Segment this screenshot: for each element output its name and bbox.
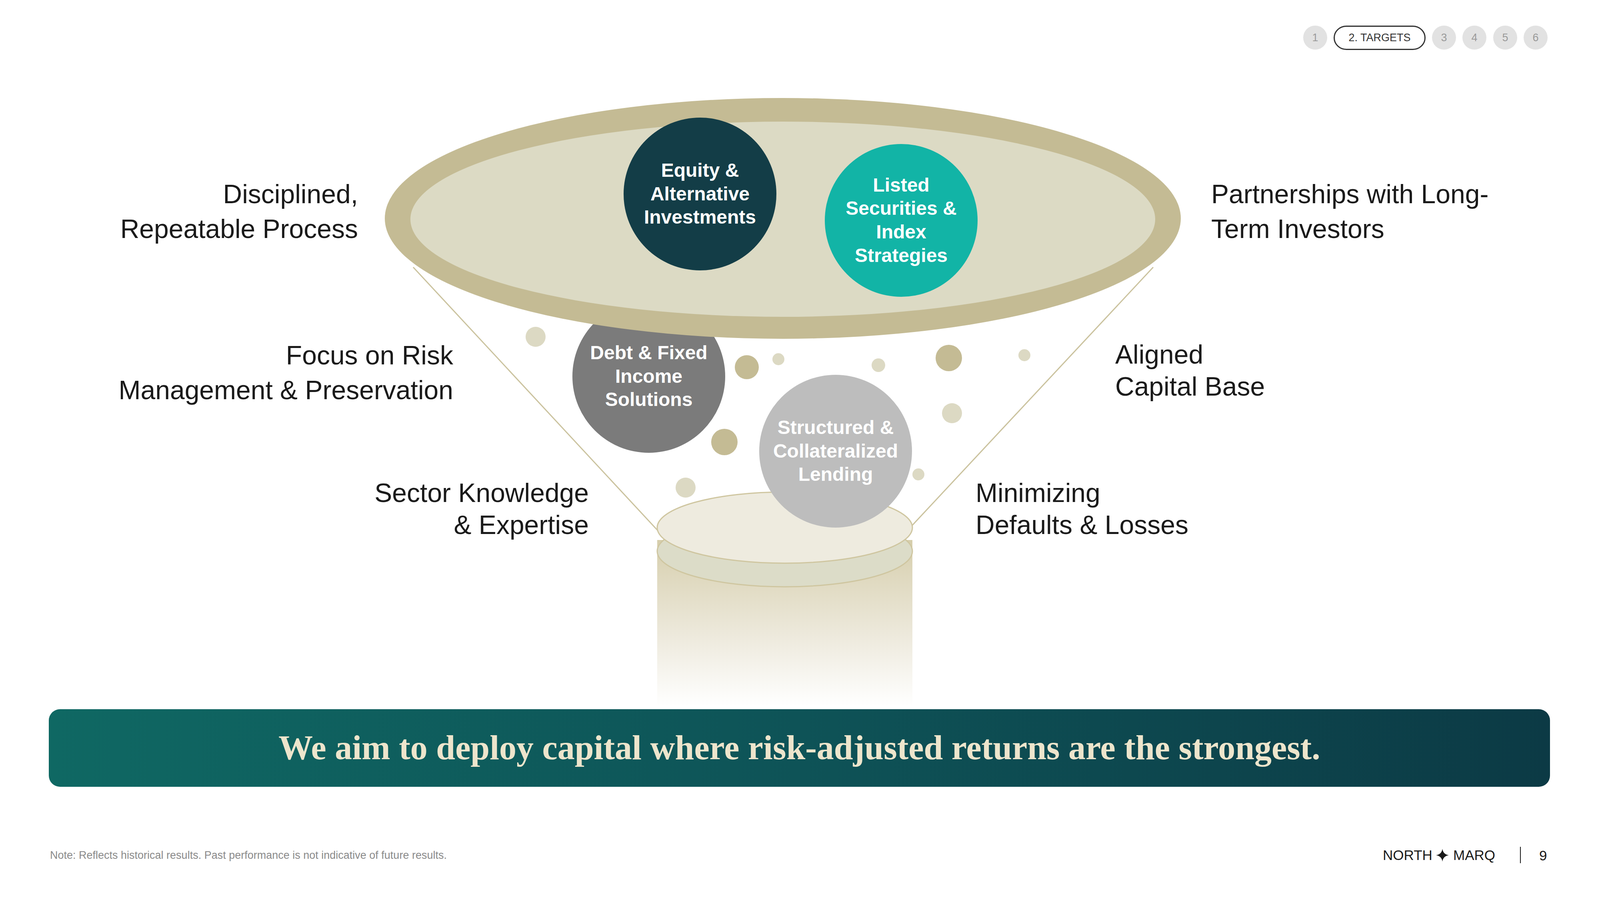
logo-word: MARQ [1453,846,1496,864]
feature-label: Focus on Risk Management & Preservation [101,338,454,408]
bubble-dot [734,355,759,380]
nav-dot-outline [1462,25,1487,50]
strategy-circle-content: Listed Securities & Index Strategies [824,144,978,297]
nav-dot-content: 4 [1462,25,1487,50]
footer-divider [1520,846,1521,864]
strategy-circle-shape [824,144,978,297]
nav-label: 2. TARGETS [1348,31,1411,44]
bubble-dot [711,428,738,456]
nav-tab-outline [1334,26,1426,50]
footnote: Note: Reflects historical results. Past … [50,848,447,862]
feature-label: Partnerships with Long-Term Investors [1211,176,1492,247]
nav-dot: 3 [1432,25,1456,50]
strategy-name: Debt & Fixed Income Solutions [580,341,717,412]
nav-dot-content: 6 [1523,25,1548,50]
strategy-circle-outline [824,144,978,297]
nav-tab: 2. TARGETS [1333,25,1426,50]
nav-dot: 5 [1493,25,1518,50]
banner-band-content: We aim to deploy capital where risk-adju… [48,709,1550,787]
banner-band: We aim to deploy capital where risk-adju… [48,709,1550,787]
bubble-dot [772,353,785,366]
nav-number: 1 [1312,31,1318,44]
nav-dot-content: 3 [1432,25,1456,50]
funnel-mouth-inner [410,121,1156,317]
funnel-mouth-ring [384,98,1181,339]
nav-number: 6 [1532,31,1539,44]
strategy-name: Listed Securities & Index Strategies [833,173,970,268]
bubble-dot [675,477,696,498]
logo-star [1436,848,1449,862]
strategy-name: Equity & Alternative Investments [632,158,768,230]
strategy-circle-content: Equity & Alternative Investments [623,117,777,271]
banner-tagline: We aim to deploy capital where risk-adju… [278,727,1321,769]
nav-dot: 6 [1523,25,1548,50]
bubble-dot [935,344,962,372]
bubble-dot [942,403,962,424]
strategy-circle: Structured & Collateralized Lending [759,374,912,528]
nav-dot-outline [1303,25,1328,50]
nav-dot-outline [1432,25,1456,50]
nav-dot-content: 1 [1303,25,1328,50]
bubble-dot [525,326,546,347]
strategy-name: Structured & Collateralized Lending [767,416,904,487]
nav-number: 5 [1502,31,1508,44]
nav-dot: 1 [1303,25,1328,50]
logo-word: NORTH [1382,846,1433,864]
bubble-dot [1018,349,1031,362]
feature-label: Disciplined, Repeatable Process [102,176,358,247]
nav-number: 3 [1440,31,1447,44]
nav-dot-outline [1523,25,1548,50]
nav-dot: 4 [1462,25,1487,50]
nav-tab-content: 2. TARGETS [1333,25,1426,50]
bubble-dot [871,358,886,372]
feature-label: Minimizing Defaults & Losses [975,476,1196,541]
nav-dot-content: 5 [1493,25,1518,50]
feature-label: Aligned Capital Base [1115,338,1276,403]
page-number: 9 [1539,847,1547,864]
strategy-circle-outline [759,374,912,528]
strategy-circle: Equity & Alternative Investments [623,117,777,271]
strategy-circle: Listed Securities & Index Strategies [824,144,978,297]
nav-dot-outline [1493,25,1518,50]
feature-label: Sector Knowledge & Expertise [364,476,589,541]
nav-number: 4 [1471,31,1478,44]
banner-band-outline [48,709,1550,787]
strategy-circle-content: Structured & Collateralized Lending [759,374,912,528]
bubble-dot [912,468,925,481]
strategy-circle-outline [623,117,777,271]
strategy-circle-outline [572,300,726,453]
